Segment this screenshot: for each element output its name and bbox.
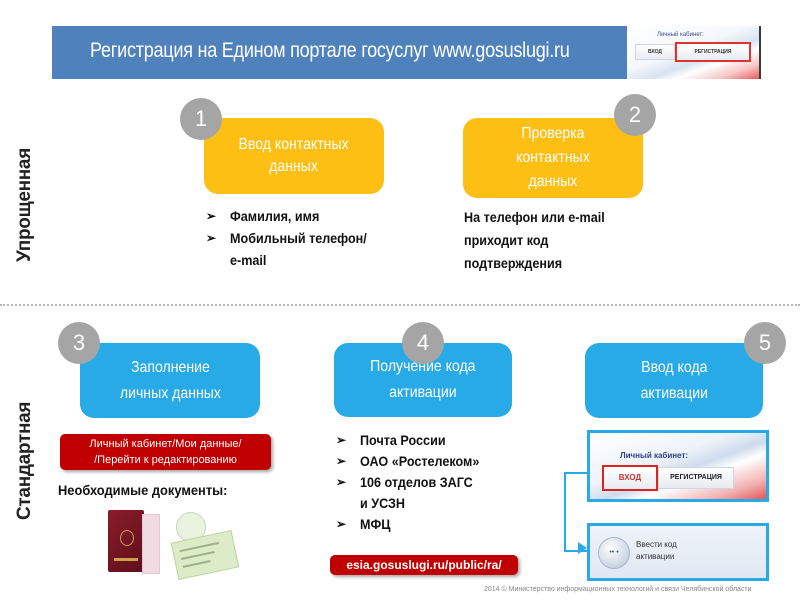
personal-cabinet-thumbnail: Личный кабинет: ВХОД РЕГИСТРАЦИЯ bbox=[627, 26, 761, 79]
footer-copyright: 2014 © Министерство информационных техно… bbox=[484, 586, 752, 593]
cabinet-label: Личный кабинет: bbox=[620, 451, 689, 460]
bullet-arrow-icon: ➢ bbox=[336, 433, 347, 447]
step-3-box: Заполнение личных данных bbox=[80, 343, 260, 418]
passport-icon bbox=[108, 510, 144, 572]
section-label-standard: Стандартная bbox=[14, 401, 35, 520]
register-button[interactable]: РЕГИСТРАЦИЯ bbox=[675, 42, 751, 62]
login-button[interactable]: ВХОД bbox=[602, 465, 658, 491]
step-1-bullet-list: ➢Фамилия, имя ➢Мобильный телефон/ e-mail bbox=[206, 205, 382, 271]
cabinet-login-panel: Личный кабинет: ВХОД РЕГИСТРАЦИЯ bbox=[587, 430, 769, 502]
list-item: ➢Мобильный телефон/ bbox=[206, 227, 382, 249]
cabinet-path-line: Личный кабинет/Мои данные/ bbox=[89, 438, 242, 450]
step-2-description: На телефон или e-mail приходит код подтв… bbox=[464, 209, 605, 271]
passport-page bbox=[142, 514, 160, 574]
bullet-arrow-icon: ➢ bbox=[336, 517, 347, 531]
bullet-arrow-icon: ➢ bbox=[206, 231, 217, 245]
bullet-arrow-icon: ➢ bbox=[336, 475, 347, 489]
documents-title: Необходимые документы: bbox=[58, 482, 228, 498]
register-button[interactable]: РЕГИСТРАЦИЯ bbox=[658, 467, 734, 489]
registration-centers-link[interactable]: esia.gosuslugi.ru/public/ra/ bbox=[330, 555, 518, 575]
enter-code-link[interactable]: Ввести код активации bbox=[636, 540, 677, 561]
step-2-number-badge: 2 bbox=[614, 94, 656, 136]
list-item: ➢Почта России bbox=[336, 430, 493, 451]
step-3-title-line: Заполнение bbox=[130, 358, 210, 376]
list-item: ➢Фамилия, имя bbox=[206, 205, 382, 227]
page-title: Регистрация на Едином портале госуслуг w… bbox=[90, 39, 570, 62]
step-4-title-line: Получение кода bbox=[370, 358, 476, 375]
step-2-title-line: Проверка bbox=[521, 125, 585, 142]
step-1-title-line: Ввод контактных bbox=[238, 136, 350, 153]
list-item: ➢ОАО «Ростелеком» bbox=[336, 451, 493, 472]
cabinet-label: Личный кабинет: bbox=[657, 32, 704, 38]
step-4-title-line: активации bbox=[389, 384, 457, 401]
step-5-box: Ввод кода активации bbox=[585, 343, 763, 418]
bullet-arrow-icon: ➢ bbox=[206, 209, 217, 223]
list-item: ➢МФЦ bbox=[336, 514, 493, 535]
step-5-number-badge: 5 bbox=[744, 322, 786, 364]
cabinet-path-bar: Личный кабинет/Мои данные/ /Перейти к ре… bbox=[60, 434, 271, 470]
step-3-number-badge: 3 bbox=[58, 322, 100, 364]
step-2-title-line: данных bbox=[528, 173, 578, 190]
step-1-number-badge: 1 bbox=[180, 98, 222, 140]
list-item: ➢106 отделов ЗАГС bbox=[336, 472, 493, 493]
step-2-box: Проверка контактных данных bbox=[463, 118, 643, 198]
step-5-title-line: активации bbox=[640, 384, 708, 402]
step-4-bullet-list: ➢Почта России ➢ОАО «Ростелеком» ➢106 отд… bbox=[336, 430, 493, 535]
step-5-title-line: Ввод кода bbox=[640, 358, 708, 376]
enter-code-panel: •• • Ввести код активации bbox=[587, 523, 769, 581]
list-item: и УСЗН bbox=[360, 495, 406, 511]
enter-code-icon[interactable]: •• • bbox=[598, 537, 630, 569]
login-button[interactable]: ВХОД bbox=[635, 44, 675, 60]
step-3-title-line: личных данных bbox=[119, 384, 221, 402]
step-4-number-badge: 4 bbox=[402, 322, 444, 364]
section-label-simplified: Упрощенная bbox=[14, 148, 35, 262]
flow-connector bbox=[564, 472, 589, 552]
step-1-title-line: данных bbox=[269, 158, 319, 175]
step-1-box: Ввод контактных данных bbox=[204, 118, 384, 194]
list-item: e-mail bbox=[230, 252, 267, 268]
bullet-arrow-icon: ➢ bbox=[336, 454, 347, 468]
cabinet-path-line: /Перейти к редактированию bbox=[94, 454, 237, 466]
arrow-right-icon bbox=[578, 542, 587, 554]
step-2-title-line: контактных bbox=[516, 149, 590, 166]
section-divider bbox=[0, 304, 800, 306]
